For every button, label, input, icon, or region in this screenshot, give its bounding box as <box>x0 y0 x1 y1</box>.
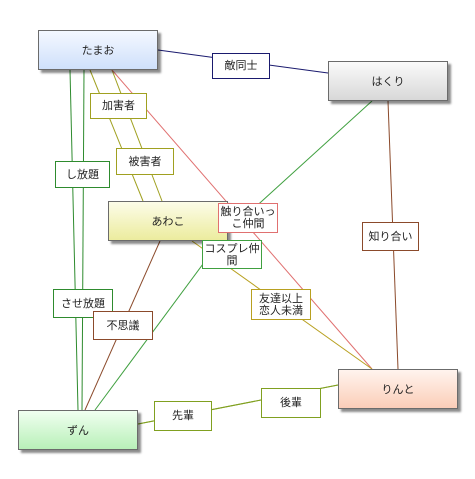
edge-label-awako-zun-fushigi: 不思議 <box>93 311 153 340</box>
node-tamao[interactable]: たまお <box>38 30 158 70</box>
node-zun[interactable]: ずん <box>18 410 138 450</box>
edge-label-tamao-awako-kagai: 加害者 <box>90 93 147 119</box>
edge-label-hakuri-awako: コスプレ仲 間 <box>202 240 262 269</box>
node-rinto[interactable]: りんと <box>338 369 458 409</box>
edge-label-tamao-zun-sase: させ放題 <box>53 289 113 318</box>
edge-label-tamao-rinto: 触り合いっ こ仲間 <box>218 203 278 233</box>
edge-label-tamao-awako-higai: 被害者 <box>116 148 174 175</box>
edge-label-tamao-zun-shi: し放題 <box>55 161 110 188</box>
edge-awako-zun <box>94 240 221 411</box>
edge-label-tamao-hakuri: 敵同士 <box>212 53 270 79</box>
edge-label-awako-rinto: 友達以上 恋人未満 <box>251 289 311 320</box>
node-awako[interactable]: あわこ <box>108 201 228 241</box>
edge-tamao-zun-sase <box>81 69 85 411</box>
edge-tamao-awako-kagai <box>89 69 144 202</box>
node-hakuri[interactable]: はくり <box>328 61 448 101</box>
edge-tamao-zun-shi <box>69 69 79 411</box>
edge-tamao-awako-higai <box>111 69 163 202</box>
edge-label-hakuri-rinto: 知り合い <box>362 222 419 251</box>
edge-label-zun-rinto-kohai: 後輩 <box>261 388 321 418</box>
edge-label-zun-rinto-senpai: 先輩 <box>154 401 212 431</box>
